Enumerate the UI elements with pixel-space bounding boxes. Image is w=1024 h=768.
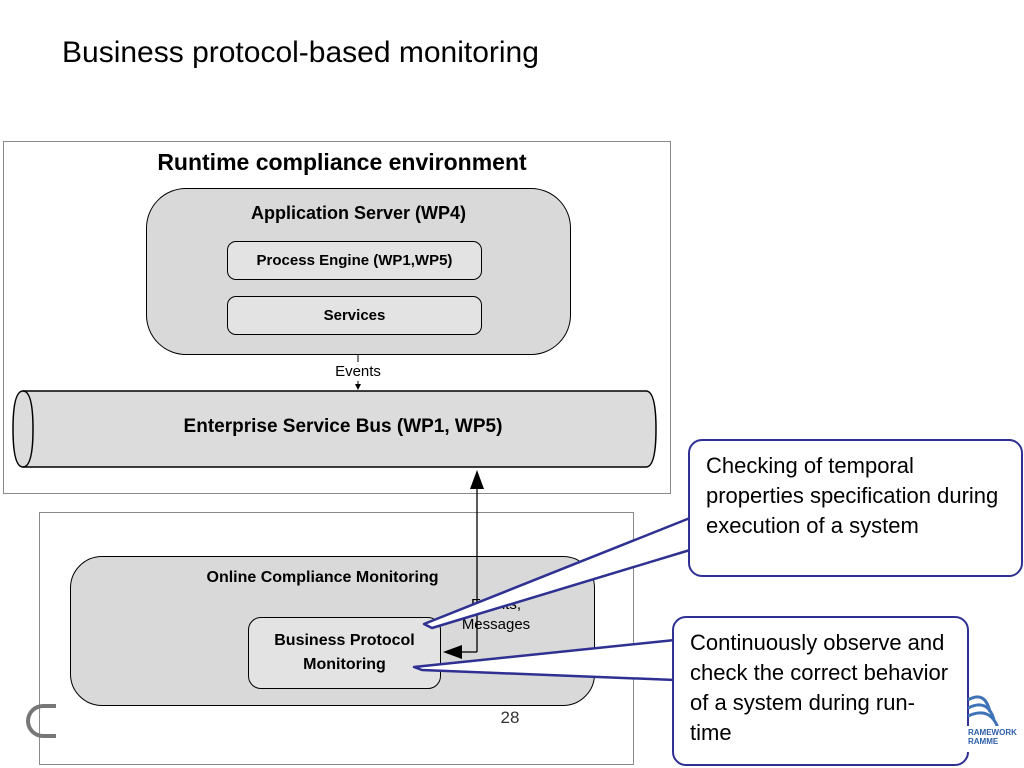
left-arrowhead — [443, 645, 462, 659]
esb-cylinder — [12, 390, 657, 468]
events-arrowhead — [355, 384, 361, 390]
slide-title: Business protocol-based monitoring — [62, 36, 539, 69]
left-logo-fragment — [26, 704, 56, 738]
runtime-behavior-callout: Continuously observe and check the corre… — [672, 616, 969, 766]
esb-label: Enterprise Service Bus (WP1, WP5) — [183, 416, 503, 437]
events-label: Events — [335, 363, 381, 380]
page-number: 28 — [500, 708, 520, 727]
online-compliance-monitoring-title: Online Compliance Monitoring — [206, 569, 439, 586]
process-engine-box: Process Engine (WP1,WP5) — [227, 241, 482, 280]
services-box: Services — [227, 296, 482, 335]
temporal-properties-callout: Checking of temporal properties specific… — [688, 439, 1023, 577]
application-server-title: Application Server (WP4) — [250, 203, 467, 223]
upward-arrowhead — [470, 470, 484, 489]
runtime-environment-title: Runtime compliance environment — [157, 149, 527, 175]
business-protocol-monitoring-box: Business Protocol Monitoring — [248, 617, 441, 689]
